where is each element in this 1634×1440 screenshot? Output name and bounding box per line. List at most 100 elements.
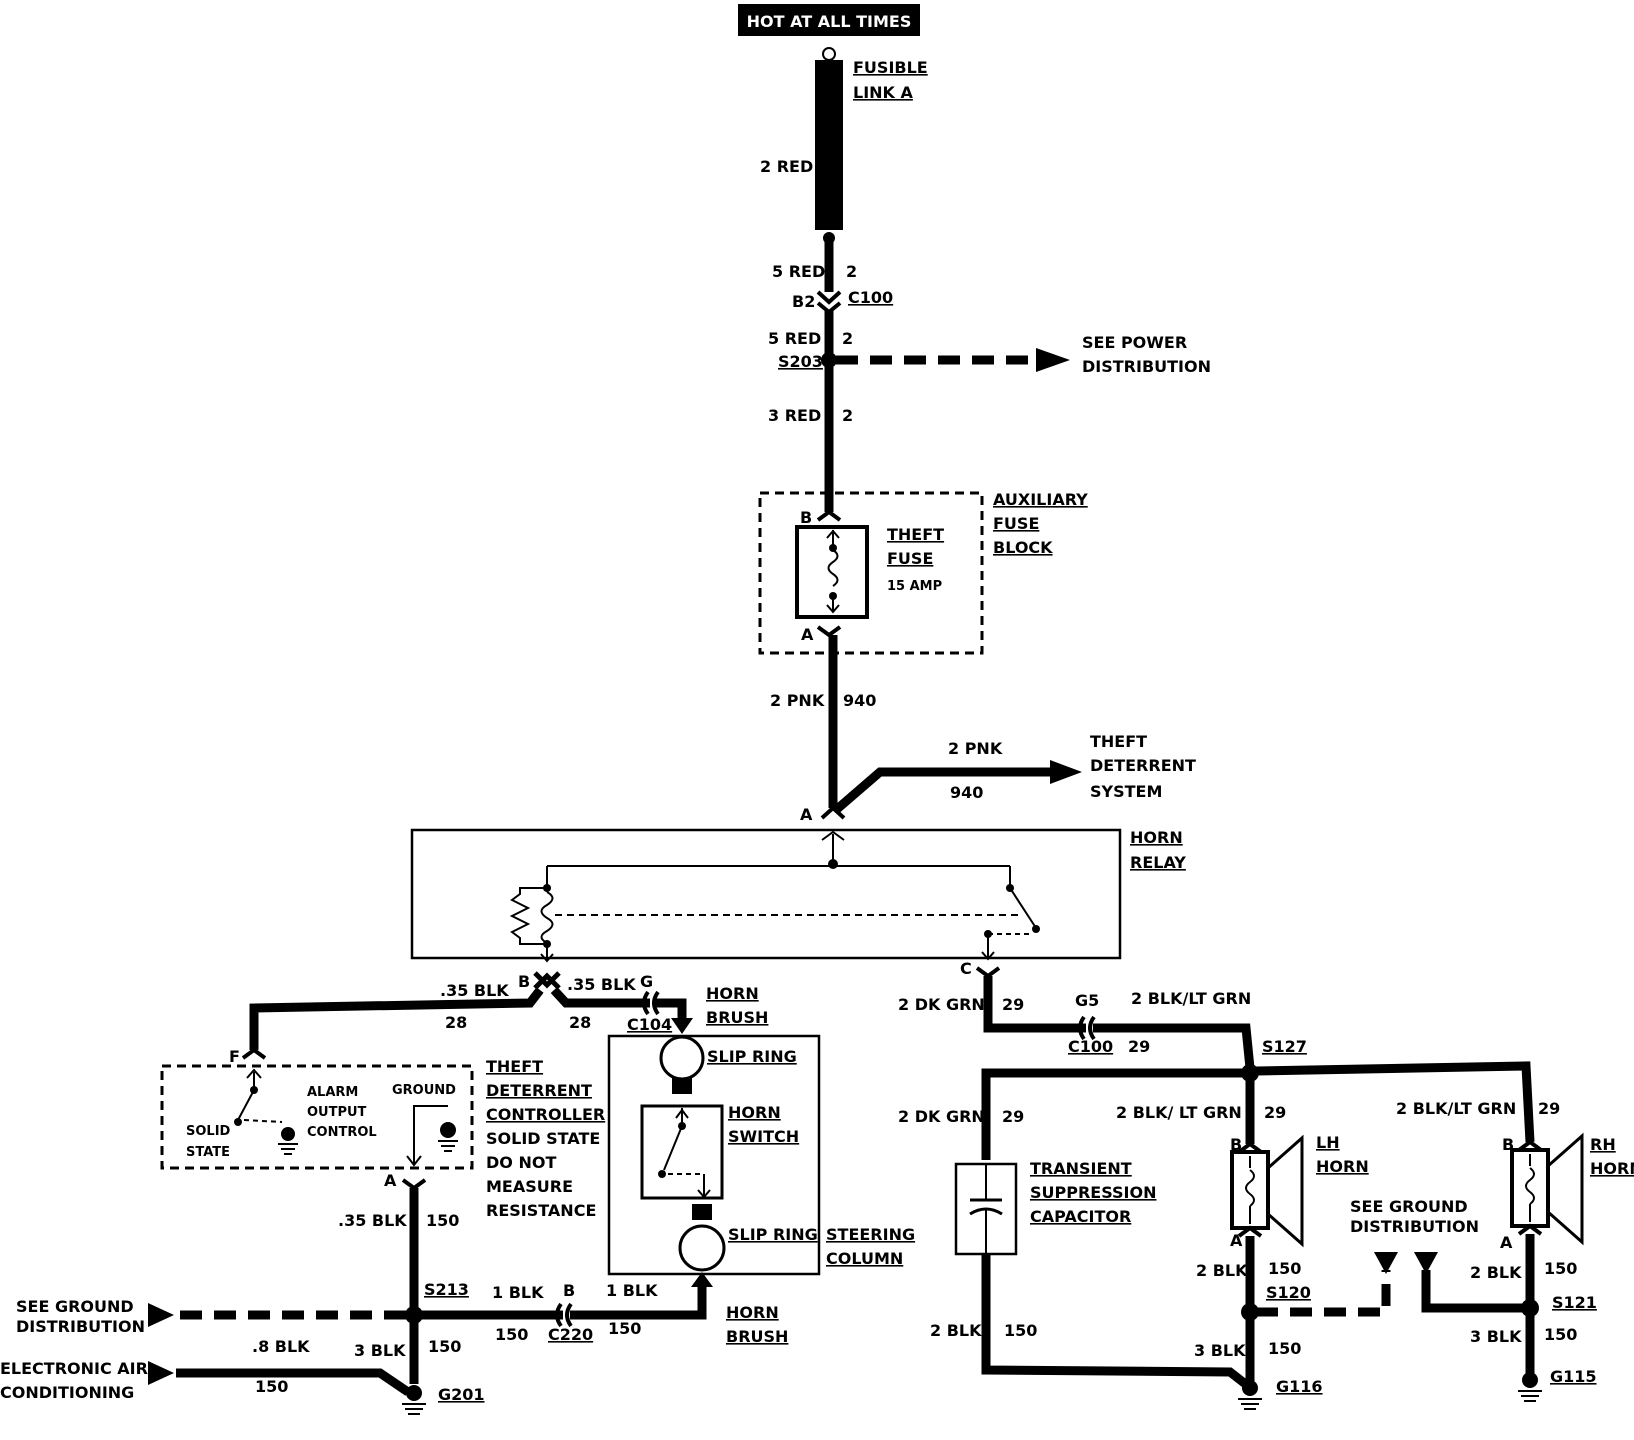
horn-relay-label-2: RELAY: [1130, 853, 1186, 872]
theft-deterrent-system-label-3: SYSTEM: [1090, 782, 1162, 801]
steering-column-label-1: STEERING: [826, 1225, 915, 1244]
auxiliary-fuse-block: B A THEFT FUSE 15 AMP AUXILIARY FUSE BLO…: [758, 490, 1088, 655]
upper-horn-brush-label-1: HORN: [706, 984, 759, 1003]
c100-circuit-label: 2: [846, 262, 857, 281]
rh-feed-circuit-label: 29: [1538, 1099, 1560, 1118]
r-wire3-label: 2 DK GRN: [898, 1107, 985, 1126]
rh-horn-label-1: RH: [1590, 1135, 1616, 1154]
relay-pin-a: A: [800, 805, 813, 824]
rh-horn-pin-b: B: [1502, 1135, 1514, 1154]
fuse-pin-a: A: [801, 625, 814, 644]
fusible-wire-label: 2 RED: [760, 157, 813, 176]
lh-horn-pin-b: B: [1230, 1135, 1242, 1154]
c220-connector-label: C220: [548, 1325, 593, 1344]
g-left-circuit3-label: 150: [608, 1319, 641, 1338]
g-left-circuit2-label: 150: [495, 1325, 528, 1344]
pnk-branch-circuit-label: 940: [950, 783, 983, 802]
r-circuit2-label: 29: [1128, 1037, 1150, 1056]
fuse-rating-label: 15 AMP: [887, 579, 942, 594]
lower-horn-brush-label-2: BRUSH: [726, 1327, 788, 1346]
s120-wire-label: 2 BLK: [1196, 1261, 1248, 1280]
g115-ground-label: G115: [1550, 1367, 1597, 1386]
electronic-ac-label-2: CONDITIONING: [0, 1383, 134, 1402]
s120-circuit-label: 150: [1268, 1259, 1301, 1278]
r-circuit1-label: 29: [1002, 995, 1024, 1014]
rh-horn-pin-a: A: [1500, 1233, 1513, 1252]
capacitor-label-1: TRANSIENT: [1030, 1159, 1132, 1178]
transient-suppression-capacitor: TRANSIENT SUPPRESSION CAPACITOR 2 BLK 15…: [930, 1159, 1251, 1390]
pnk-circuit-label: 940: [843, 691, 876, 710]
controller-label-3: CONTROLLER: [486, 1105, 605, 1124]
capacitor-ground-wire-label: 2 BLK: [930, 1321, 982, 1340]
see-ground-left-label-1: SEE GROUND: [16, 1297, 134, 1316]
theft-fuse-label-2: FUSE: [887, 549, 933, 568]
lh-horn: B A LH HORN 2 BLK 150 S120 3 BLK 150 G11…: [1194, 1133, 1369, 1410]
lh-feed-circuit-label: 29: [1264, 1103, 1286, 1122]
fuse-feed-circuit-label: 2: [842, 406, 853, 425]
circuit28-right-circuit-label: 28: [569, 1013, 591, 1032]
g-left-circuit1-label: 150: [426, 1211, 459, 1230]
g-left-wire2-label: 1 BLK: [492, 1283, 544, 1302]
lh-horn-pin-a: A: [1230, 1231, 1243, 1250]
s213-splice-label: S213: [424, 1280, 469, 1299]
aux-fuse-block-label-3: BLOCK: [993, 538, 1053, 557]
controller-label-5: DO NOT: [486, 1153, 556, 1172]
controller-pin-f: F: [229, 1047, 240, 1066]
theft-deterrent-system-label-1: THEFT: [1090, 732, 1147, 751]
fusible-link-label-2: LINK A: [853, 83, 914, 102]
s203-circuit-label: 2: [842, 329, 853, 348]
r-circuit3-label: 29: [1002, 1107, 1024, 1126]
left-ground-wiring: .35 BLK 150 S213 SEE GROUND DISTRIBUTION…: [0, 1188, 713, 1415]
g116-circuit-label: 150: [1268, 1339, 1301, 1358]
c100-right-connector-label: C100: [1068, 1037, 1113, 1056]
electronic-ac-label-1: ELECTRONIC AIR: [0, 1359, 148, 1378]
controller-ground-label: GROUND: [392, 1083, 456, 1098]
s127-splice-label: S127: [1262, 1037, 1307, 1056]
pnk-branch-wire-label: 2 PNK: [948, 739, 1003, 758]
c220-pin-b: B: [563, 1281, 575, 1300]
relay-pin-c: C: [960, 959, 972, 978]
steering-column-label-2: COLUMN: [826, 1249, 903, 1268]
g-left-wire1-label: .35 BLK: [338, 1211, 407, 1230]
alarm-output-label-3: CONTROL: [307, 1125, 377, 1140]
s121-splice: [1521, 1299, 1539, 1317]
c104-connector-label: C104: [627, 1015, 672, 1034]
controller-label-4: SOLID STATE: [486, 1129, 600, 1148]
controller-label-1: THEFT: [486, 1057, 543, 1076]
right-ground-distribution: SEE GROUND DISTRIBUTION: [1256, 1197, 1524, 1317]
horn-output-wiring: C 2 DK GRN 29 G5 2 BLK/LT GRN C100 29 S1…: [898, 959, 1560, 1160]
c100-pin-g5: G5: [1075, 991, 1099, 1010]
rh-horn-label-2: HORN: [1590, 1159, 1634, 1178]
solid-state-label-1: SOLID: [186, 1124, 231, 1139]
capacitor-ground-circuit-label: 150: [1004, 1321, 1037, 1340]
c100-wire-label: 5 RED: [772, 262, 825, 281]
s213-splice: [405, 1306, 423, 1324]
s203-splice: [821, 352, 837, 368]
g201-circuit-label: 150: [428, 1337, 461, 1356]
see-ground-right-label-1: SEE GROUND: [1350, 1197, 1468, 1216]
horn-relay-label-1: HORN: [1130, 828, 1183, 847]
lh-horn-label-2: HORN: [1316, 1157, 1369, 1176]
fusible-link-label-1: FUSIBLE: [853, 58, 928, 77]
hot-label: HOT AT ALL TIMES: [747, 12, 912, 31]
g201-ground-label: G201: [438, 1385, 485, 1404]
r-wire1-label: 2 DK GRN: [898, 995, 985, 1014]
fusible-link: FUSIBLE LINK A 2 RED: [760, 47, 928, 230]
eac-circuit-label: 150: [255, 1377, 288, 1396]
c100-pin-label: B2: [792, 292, 815, 311]
upper-horn-brush-label-2: BRUSH: [706, 1008, 768, 1027]
controller-label-6: MEASURE: [486, 1177, 573, 1196]
see-power-label-1: SEE POWER: [1082, 333, 1187, 352]
controller-pin-a: A: [384, 1171, 397, 1190]
aux-fuse-block-label-2: FUSE: [993, 514, 1039, 533]
pnk-wire-label: 2 PNK: [770, 691, 825, 710]
c104-pin-g: G: [640, 972, 653, 991]
capacitor-label-3: CAPACITOR: [1030, 1207, 1131, 1226]
alarm-output-label-1: ALARM: [307, 1085, 358, 1100]
g115-circuit-label: 150: [1544, 1325, 1577, 1344]
lower-slip-ring-label: SLIP RING: [728, 1225, 818, 1244]
g116-ground-label: G116: [1276, 1377, 1323, 1396]
theft-deterrent-controller: F A ALARM OUTPUT CONTROL GROUND SOLID ST…: [160, 1047, 605, 1220]
pink-wire-940: 2 PNK 940 2 PNK 940 THEFT DETERRENT SYST…: [770, 635, 1196, 824]
